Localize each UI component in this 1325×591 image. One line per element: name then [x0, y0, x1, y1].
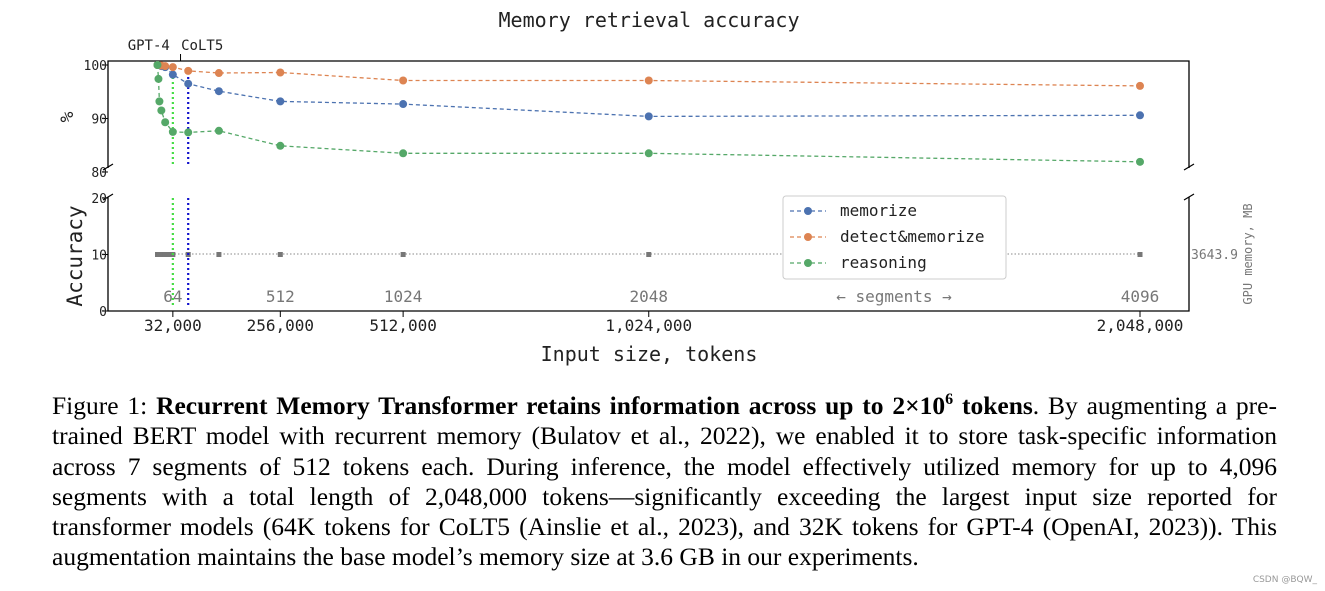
memory-point [162, 252, 168, 257]
data-point-detect-memorize [276, 68, 285, 77]
data-point-reasoning [155, 97, 164, 106]
bottom-y-label: Accuracy [63, 205, 87, 306]
data-point-reasoning [399, 149, 408, 158]
watermark: CSDN @BQW_ [1252, 575, 1317, 585]
reference-lines: GPT-4 CoLT5 [128, 38, 223, 305]
caption-bold-end: tokens [953, 391, 1033, 420]
data-point-reasoning [1136, 157, 1144, 166]
data-point-reasoning [644, 149, 653, 158]
data-point-detect-memorize [1136, 81, 1144, 90]
data-point-memorize [399, 100, 408, 109]
data-point-reasoning [154, 74, 163, 83]
x-tick-label: 2,048,000 [1097, 316, 1184, 335]
series-reasoning [153, 61, 1144, 166]
segment-ticks: 64 512 1024 2048 4096 [163, 287, 1159, 306]
data-point-memorize [276, 97, 285, 106]
series-memorize [153, 61, 1144, 121]
reference-label-colt5: CoLT5 [181, 38, 223, 54]
data-point-detect-memorize [214, 69, 223, 78]
legend-swatch-marker [804, 207, 812, 215]
segment-tick-label: 64 [163, 287, 182, 306]
memory-point [277, 252, 283, 257]
bottom-y-tick-label: 10 [91, 249, 107, 264]
data-point-memorize [214, 87, 223, 96]
reference-label-gpt-4: GPT-4 [128, 38, 170, 54]
segment-tick-label: 1024 [384, 287, 423, 306]
segments-axis-label: ← segments → [836, 287, 952, 306]
caption-bold: Recurrent Memory Transformer retains inf… [156, 391, 1033, 420]
caption-lead: Figure 1: [52, 391, 157, 420]
legend-label: detect&memorize [840, 227, 985, 246]
top-y-tick-label: 80 [91, 166, 107, 181]
data-point-detect-memorize [161, 62, 170, 71]
bottom-panel: 0 10 20 Accuracy 3643.9 GPU memory, MB 64 5… [63, 192, 1255, 320]
legend-label: memorize [840, 201, 917, 220]
data-point-reasoning [157, 106, 166, 115]
memory-point [646, 252, 652, 257]
memory-point [216, 252, 222, 257]
legend-items: memorize detect&memorize reasoning [790, 201, 985, 272]
data-point-reasoning [184, 128, 193, 137]
x-axis-label: Input size, tokens [541, 342, 758, 366]
data-point-reasoning [214, 126, 223, 135]
data-point-detect-memorize [184, 66, 193, 75]
top-y-label: % [57, 111, 78, 122]
legend-entry-detect-memorize: detect&memorize [790, 227, 985, 246]
data-point-detect-memorize [644, 76, 653, 85]
data-point-reasoning [276, 141, 285, 150]
figure-caption: Figure 1: Recurrent Memory Transformer r… [52, 391, 1277, 573]
segment-tick-label: 4096 [1121, 287, 1160, 306]
data-point-reasoning [168, 127, 177, 136]
x-tick-label: 512,000 [369, 316, 436, 335]
data-point-memorize [168, 70, 177, 79]
series-lines [153, 61, 1144, 166]
top-y-tick-label: 100 [84, 59, 107, 74]
top-y-tick-label: 90 [91, 113, 107, 128]
break-mark-right-top [1183, 163, 1195, 171]
x-tick-label: 256,000 [247, 316, 314, 335]
legend-entry-reasoning: reasoning [790, 253, 927, 272]
chart-title: Memory retrieval accuracy [498, 8, 799, 32]
legend-label: reasoning [840, 253, 927, 272]
x-ticks: 32,000 256,000 512,000 1,024,000 2,048,000 [144, 311, 1183, 335]
data-point-memorize [1136, 111, 1144, 120]
legend-swatch-marker [804, 233, 812, 241]
top-panel: 80 90 100 % [57, 59, 1190, 181]
segment-tick-label: 2048 [629, 287, 668, 306]
x-tick-label: 32,000 [144, 316, 202, 335]
legend-entry-memorize: memorize [790, 201, 917, 220]
data-point-reasoning [161, 118, 170, 127]
memory-point [400, 252, 406, 257]
bottom-y-tick-label: 20 [91, 192, 107, 207]
caption-bold-sup: 6 [945, 391, 954, 408]
bottom-y-ticks: 0 10 20 [91, 192, 108, 320]
break-mark-left-top [102, 163, 114, 171]
segment-tick-label: 512 [266, 287, 295, 306]
legend: memorize detect&memorize reasoning [782, 195, 1007, 280]
legend-swatch-marker [804, 259, 812, 267]
axis-break-marks [102, 163, 1195, 201]
data-point-memorize [644, 112, 653, 121]
right-axis-label: GPU memory, MB [1241, 203, 1255, 304]
top-y-ticks: 80 90 100 [84, 59, 108, 181]
data-point-detect-memorize [399, 76, 408, 85]
top-panel-frame [107, 60, 1190, 168]
series-line-memorize [157, 64, 1141, 118]
bottom-y-tick-label: 0 [99, 305, 107, 320]
memory-point [1137, 252, 1143, 257]
data-point-memorize [184, 79, 193, 88]
series-detect-memorize [153, 61, 1144, 90]
series-line-reasoning [156, 64, 1141, 163]
data-point-reasoning [153, 61, 162, 69]
caption-body: . By augmenting a pre-trained BERT model… [52, 391, 1277, 572]
caption-bold-text: Recurrent Memory Transformer retains inf… [156, 391, 946, 420]
memory-value-label: 3643.9 [1191, 248, 1238, 263]
legend-box [782, 195, 1007, 280]
x-tick-label: 1,024,000 [605, 316, 692, 335]
data-point-detect-memorize [168, 63, 177, 72]
memory-point [166, 252, 172, 257]
